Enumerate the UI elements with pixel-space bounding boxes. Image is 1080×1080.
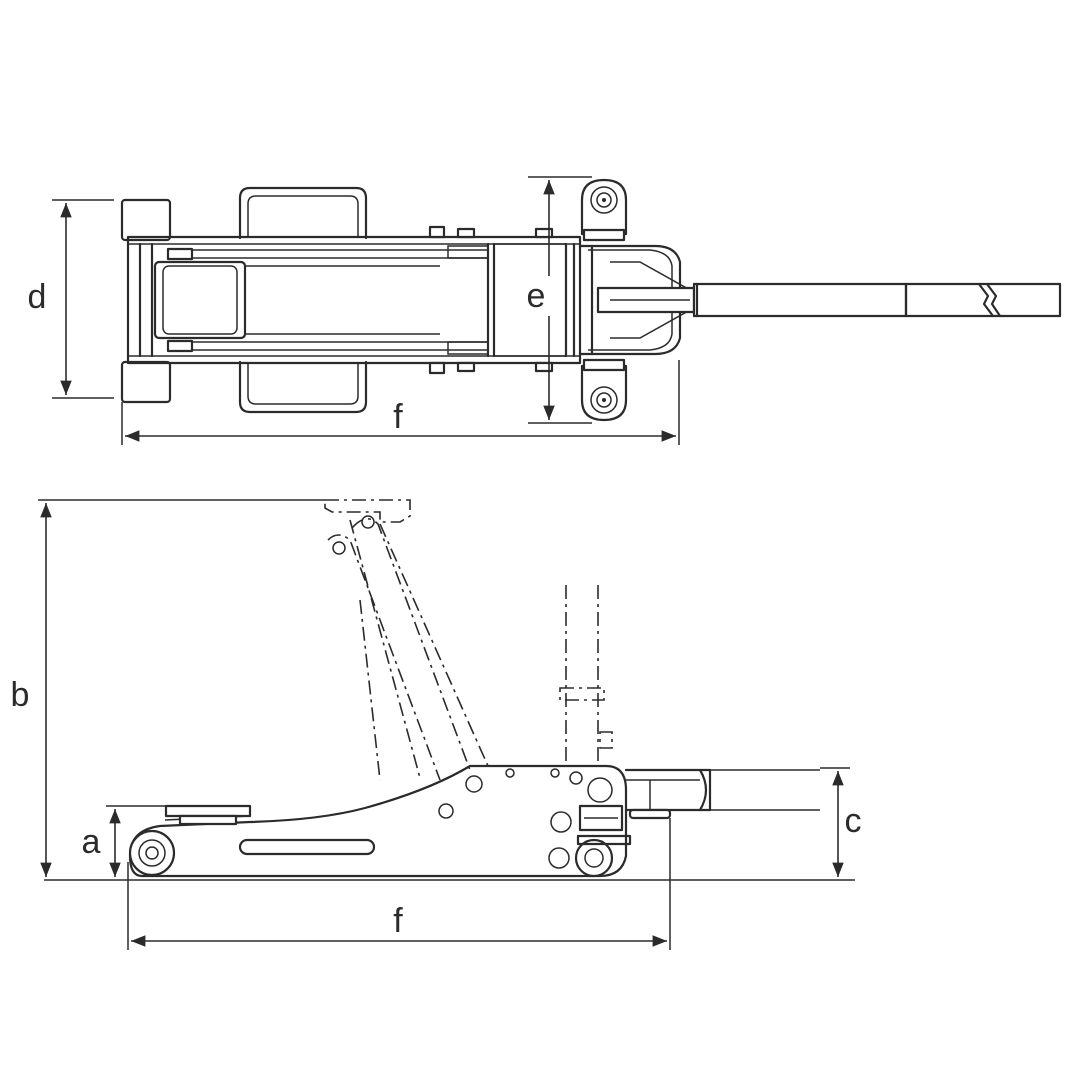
label-a: a (82, 823, 101, 861)
label-e: e (527, 277, 546, 315)
side-view: b a c f (11, 499, 862, 950)
carry-handle-bottom (238, 360, 368, 414)
label-c: c (845, 802, 862, 840)
raised-saddle (324, 499, 411, 523)
body-slot (238, 838, 376, 856)
front-roller-bottom (120, 360, 172, 404)
front-wheel (128, 829, 176, 877)
label-f-top: f (393, 398, 403, 436)
frame-outline (126, 235, 582, 365)
label-f-side: f (393, 902, 403, 940)
handle-socket-side (624, 768, 712, 812)
label-d: d (28, 278, 47, 316)
saddle-top (153, 260, 247, 340)
top-view: d e f (28, 176, 1062, 445)
handle-bar-top (692, 282, 908, 318)
carry-handle-top (238, 186, 368, 240)
saddle-side (164, 804, 252, 818)
front-roller-top (120, 198, 172, 242)
rear-caster-wheel (574, 838, 614, 878)
label-b: b (11, 676, 30, 714)
